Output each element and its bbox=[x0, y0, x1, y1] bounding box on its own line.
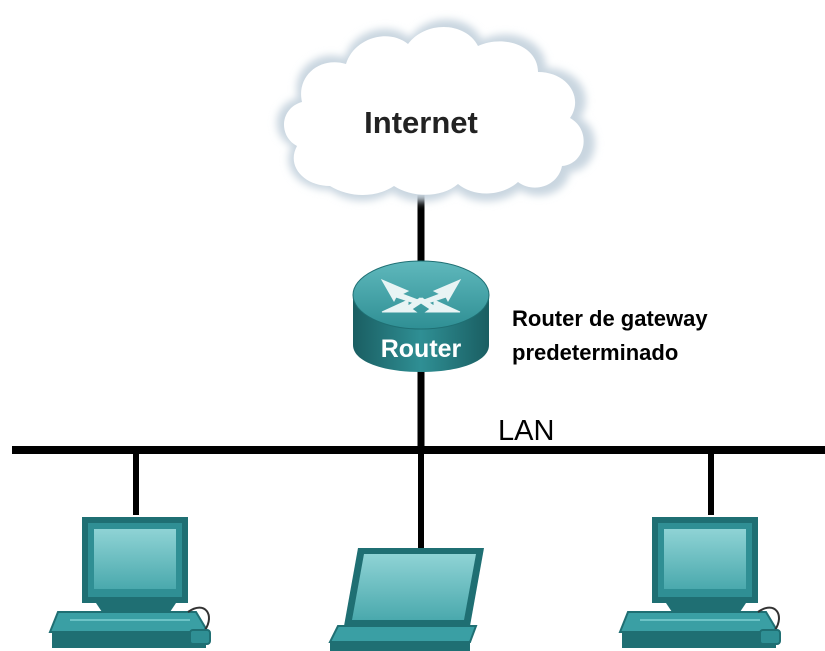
desktop-computer-icon bbox=[48, 517, 211, 648]
desktop-computer-icon-right bbox=[618, 517, 781, 648]
router-label: Router bbox=[381, 335, 462, 363]
internet-label: Internet bbox=[364, 105, 478, 140]
cloud-icon: Internet bbox=[276, 19, 595, 202]
router-arrows-icon bbox=[380, 278, 462, 313]
links bbox=[12, 195, 825, 548]
lan-label: LAN bbox=[498, 415, 554, 447]
router-annotation-line1: Router de gateway bbox=[512, 306, 708, 331]
laptop-icon bbox=[328, 548, 484, 651]
router-annotation-line2: predeterminado bbox=[512, 340, 678, 365]
router-icon: Router bbox=[352, 260, 490, 372]
